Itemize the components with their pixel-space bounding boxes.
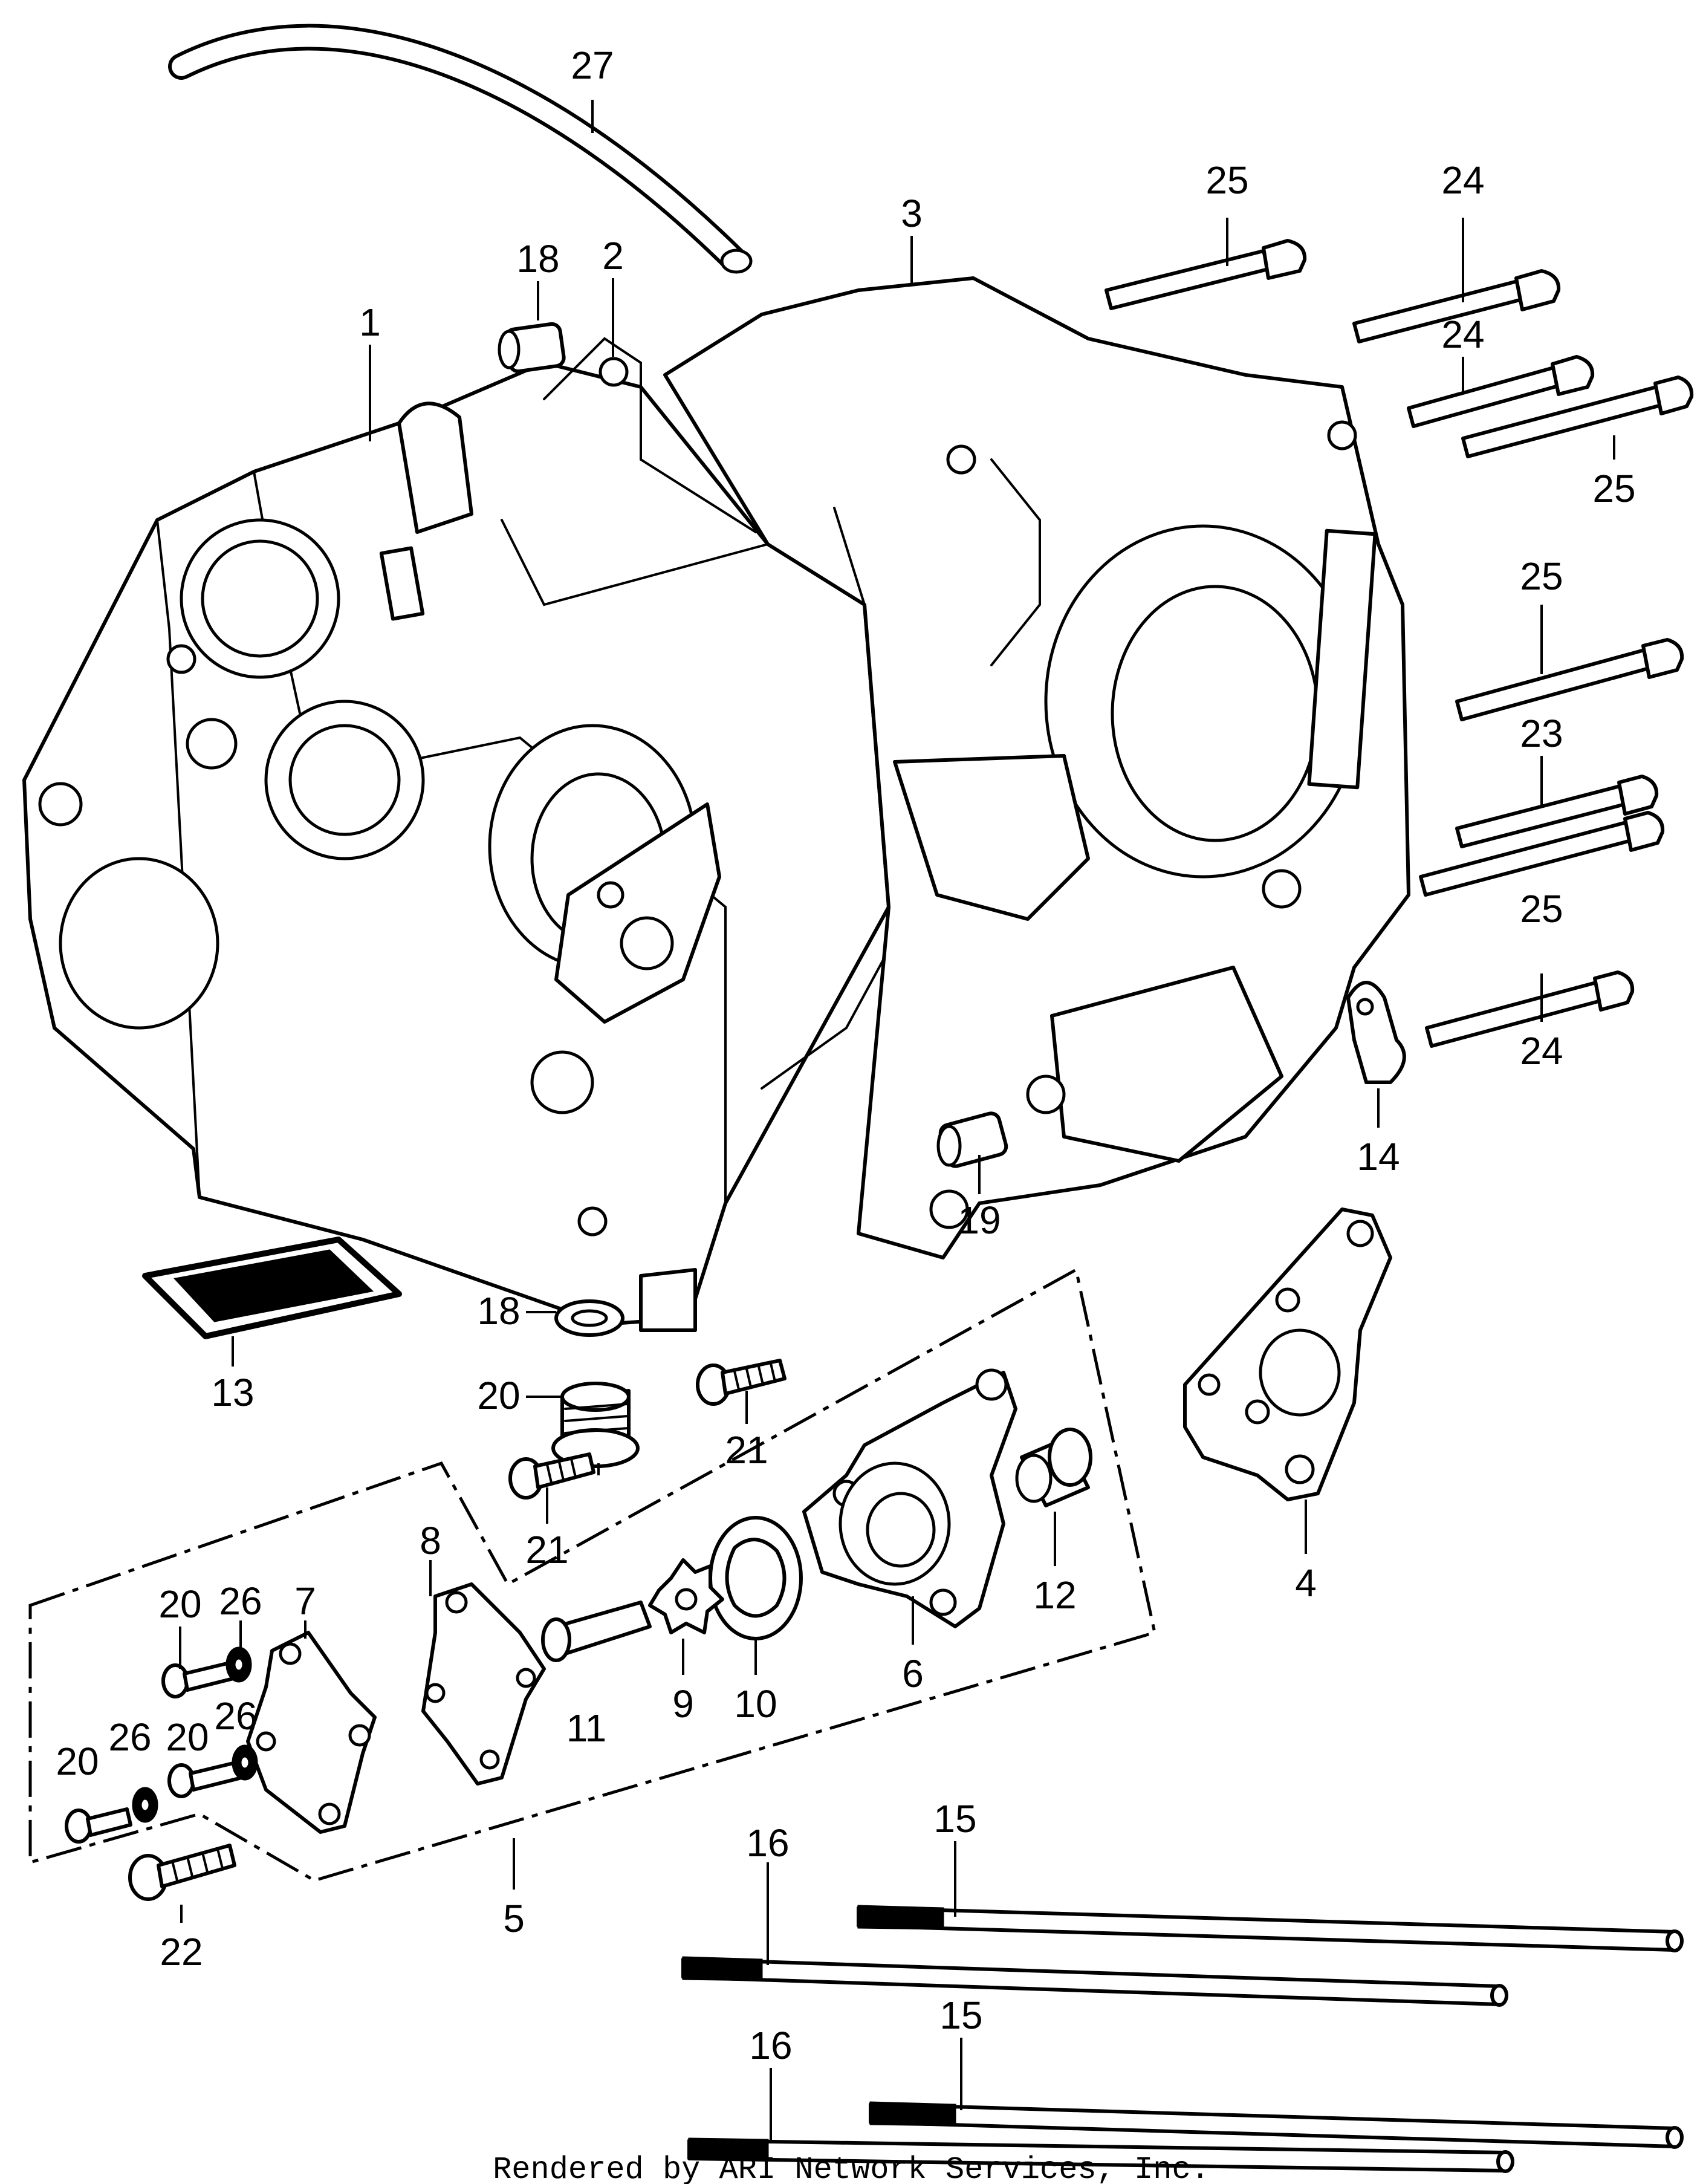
inner-rotor[interactable] [648,1558,724,1634]
bolt-25-top[interactable] [1105,239,1307,310]
callout-24: 24 [1441,313,1484,356]
bolt-25-fourth[interactable] [1419,811,1665,897]
callout-12: 12 [1033,1573,1076,1617]
callout-17: 18 [477,1289,520,1333]
callout-8: 8 [420,1519,441,1562]
callout-21: 21 [525,1528,568,1571]
callout-13: 13 [211,1371,254,1414]
callout-25: 25 [1592,467,1635,510]
breather-tube[interactable] [168,24,753,274]
bolt-25-second[interactable] [1461,375,1694,458]
callout-19: 20 [477,1374,520,1417]
stud-bolt-15-upper[interactable] [857,1905,1684,1952]
callout-16: 16 [746,1821,789,1865]
oil-pump-gasket[interactable] [1183,1207,1392,1501]
callout-27: 27 [571,44,614,87]
callout-25: 25 [1520,554,1563,598]
callout-4: 4 [1295,1561,1317,1605]
callout-26: 26 [108,1715,151,1759]
crankcase-right-half[interactable] [663,276,1410,1259]
callout-6: 6 [902,1652,924,1695]
bolt-24-second[interactable] [1407,355,1595,428]
callout-25: 25 [1520,887,1563,931]
callout-2: 2 [602,234,624,278]
oil-pump-assembly-outline [28,1267,1156,1882]
callout-1: 1 [359,301,381,344]
pump-collar[interactable] [1015,1428,1092,1507]
oil-strainer-screen[interactable] [142,1237,402,1339]
sealing-washer[interactable] [554,1299,624,1337]
callout-23: 23 [1520,712,1563,755]
callout-26: 26 [219,1579,262,1623]
bolt-23[interactable] [1455,775,1659,848]
callout-24: 24 [1441,158,1484,202]
bolt-25-third[interactable] [1455,638,1684,721]
render-credit: Rendered by ARI Network Services, Inc. [493,2152,1210,2184]
washer-26-mid[interactable] [232,1744,258,1781]
pump-cover-gasket[interactable] [421,1582,546,1786]
stud-bolt-15-lower[interactable] [869,2101,1684,2149]
callout-5: 5 [503,1897,525,1940]
dowel-pin-upper[interactable] [498,322,566,374]
drain-plug-bolt[interactable] [551,1382,640,1468]
cable-clamp[interactable] [1346,981,1406,1084]
callout-25: 25 [1205,158,1248,202]
washer-26-low[interactable] [132,1787,158,1823]
callout-11: 11 [566,1706,606,1750]
screw-20-mid[interactable] [167,1761,241,1798]
washer-26-top[interactable] [225,1646,252,1683]
callout-10: 10 [734,1682,777,1726]
callout-16: 16 [749,2024,792,2067]
callout-3: 3 [901,192,923,235]
callout-18: 18 [516,237,559,281]
bolt-21-lower[interactable] [508,1452,595,1500]
bolt-21-upper[interactable] [696,1359,787,1406]
callout-20: 20 [56,1740,99,1783]
callout-9: 9 [672,1682,694,1726]
stud-bolt-16-lower[interactable] [687,2137,1514,2173]
pump-shaft[interactable] [541,1601,652,1662]
bolt-24-third[interactable] [1425,970,1635,1048]
screw-20-low[interactable] [65,1807,132,1844]
callout-15: 15 [939,1994,982,2037]
callout-15: 15 [933,1797,976,1841]
callout-20: 20 [166,1715,209,1759]
callout-labels: 27 25 24 24 25 25 23 25 24 3 2 1 18 14 1… [56,44,1635,2067]
callout-14: 14 [1357,1135,1400,1178]
crankcase-left-half[interactable] [22,361,890,1332]
callout-24: 24 [1520,1029,1563,1073]
callout-26: 26 [214,1694,257,1738]
stud-bolt-16-upper[interactable] [681,1956,1508,2007]
callout-18: 19 [958,1198,1001,1242]
oil-pump-body[interactable] [802,1368,1017,1628]
oil-pump-cover[interactable] [246,1631,377,1834]
callout-7: 7 [294,1579,316,1623]
callout-22: 22 [160,1930,203,1974]
callout-20: 20 [158,1582,201,1626]
leader-lines [179,100,1615,2143]
bolt-22[interactable] [128,1844,236,1901]
callout-21: 21 [725,1428,768,1472]
outer-rotor[interactable] [709,1516,803,1640]
